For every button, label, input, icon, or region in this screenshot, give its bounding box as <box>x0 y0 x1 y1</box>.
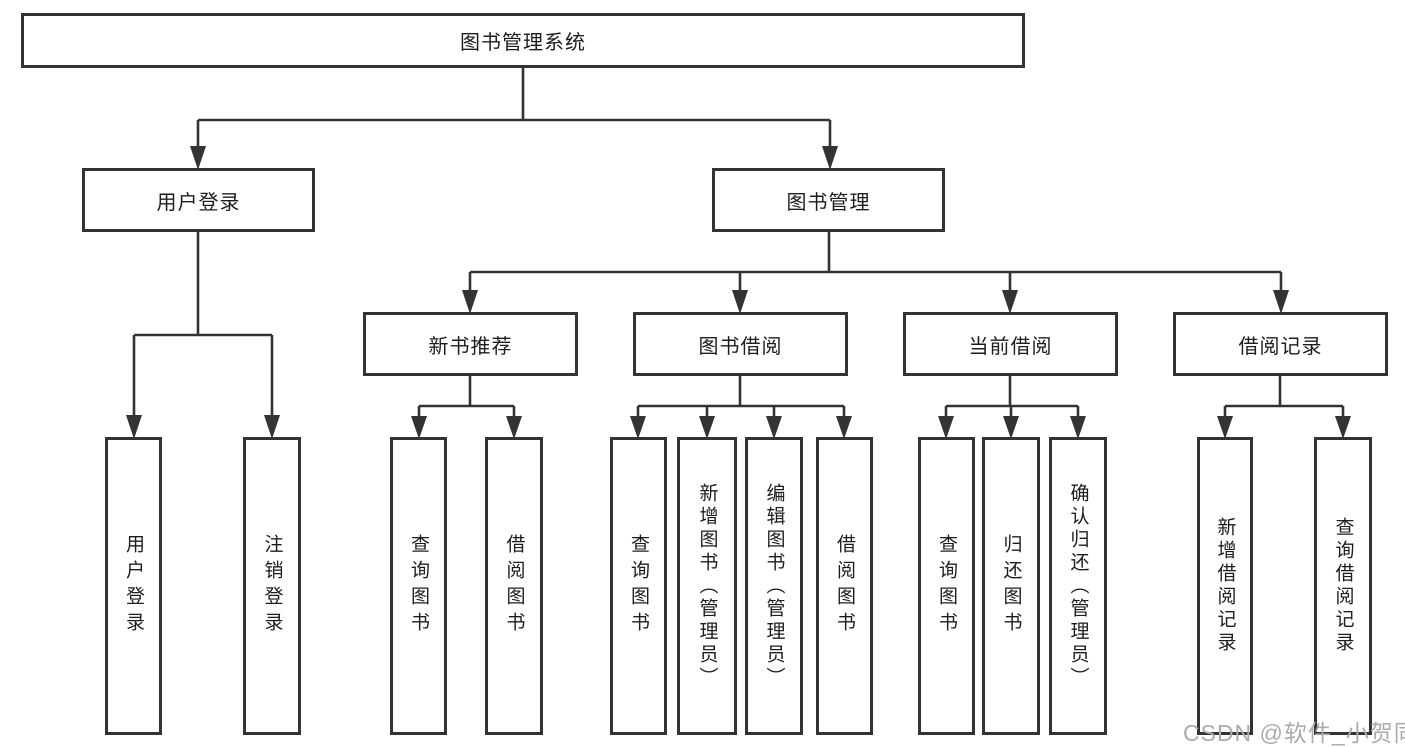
leaf-return-books: 归还图书 <box>982 437 1040 735</box>
leaf-add-books-admin: 新增图书（管理员） <box>677 437 737 735</box>
node-label: 查询图书 <box>936 534 957 638</box>
node-book-management-system: 图书管理系统 <box>21 13 1025 68</box>
node-label: 用户登录 <box>123 534 144 638</box>
leaf-logout: 注销登录 <box>243 437 301 735</box>
node-label: 查询图书 <box>408 534 429 638</box>
node-book-borrow: 图书借阅 <box>633 312 848 376</box>
leaf-query-books-borrow: 查询图书 <box>610 437 667 735</box>
csdn-watermark: CSDN @软件_小贺同学 <box>1183 720 1405 746</box>
node-label: 借阅图书 <box>503 534 525 638</box>
leaf-user-login: 用户登录 <box>105 437 162 735</box>
node-label: 借阅图书 <box>834 534 855 638</box>
node-new-book-recommend: 新书推荐 <box>363 312 578 376</box>
node-label: 借阅记录 <box>1238 335 1323 358</box>
node-label: 图书管理系统 <box>460 32 586 54</box>
node-label: 图书借阅 <box>698 335 783 358</box>
node-user-login-group: 用户登录 <box>82 168 315 232</box>
leaf-add-borrow-record: 新增借阅记录 <box>1197 437 1253 735</box>
leaf-confirm-return-admin: 确认归还（管理员） <box>1049 437 1107 735</box>
leaf-query-books-current: 查询图书 <box>918 437 975 735</box>
node-label: 当前借阅 <box>968 335 1053 358</box>
node-label: 查询借阅记录 <box>1332 517 1354 655</box>
node-label: 新书推荐 <box>428 335 513 358</box>
node-label: 确认归还（管理员） <box>1067 482 1089 690</box>
leaf-borrow-books-recommend: 借阅图书 <box>485 437 543 735</box>
node-label: 注销登录 <box>261 534 283 638</box>
leaf-query-borrow-record: 查询借阅记录 <box>1314 437 1372 735</box>
leaf-query-books-recommend: 查询图书 <box>390 437 447 735</box>
leaf-borrow-books: 借阅图书 <box>816 437 873 735</box>
node-label: 新增图书（管理员） <box>696 482 718 690</box>
node-current-borrow: 当前借阅 <box>903 312 1118 376</box>
leaf-edit-books-admin: 编辑图书（管理员） <box>745 437 803 735</box>
node-label: 用户登录 <box>156 191 241 214</box>
node-label: 图书管理 <box>786 191 871 214</box>
node-label: 查询图书 <box>628 534 649 638</box>
node-label: 新增借阅记录 <box>1214 517 1236 655</box>
node-label: 编辑图书（管理员） <box>763 482 785 690</box>
arrowheads <box>126 146 1351 439</box>
node-borrow-records: 借阅记录 <box>1173 312 1388 376</box>
node-label: 归还图书 <box>1000 534 1022 638</box>
node-book-management: 图书管理 <box>712 168 945 232</box>
